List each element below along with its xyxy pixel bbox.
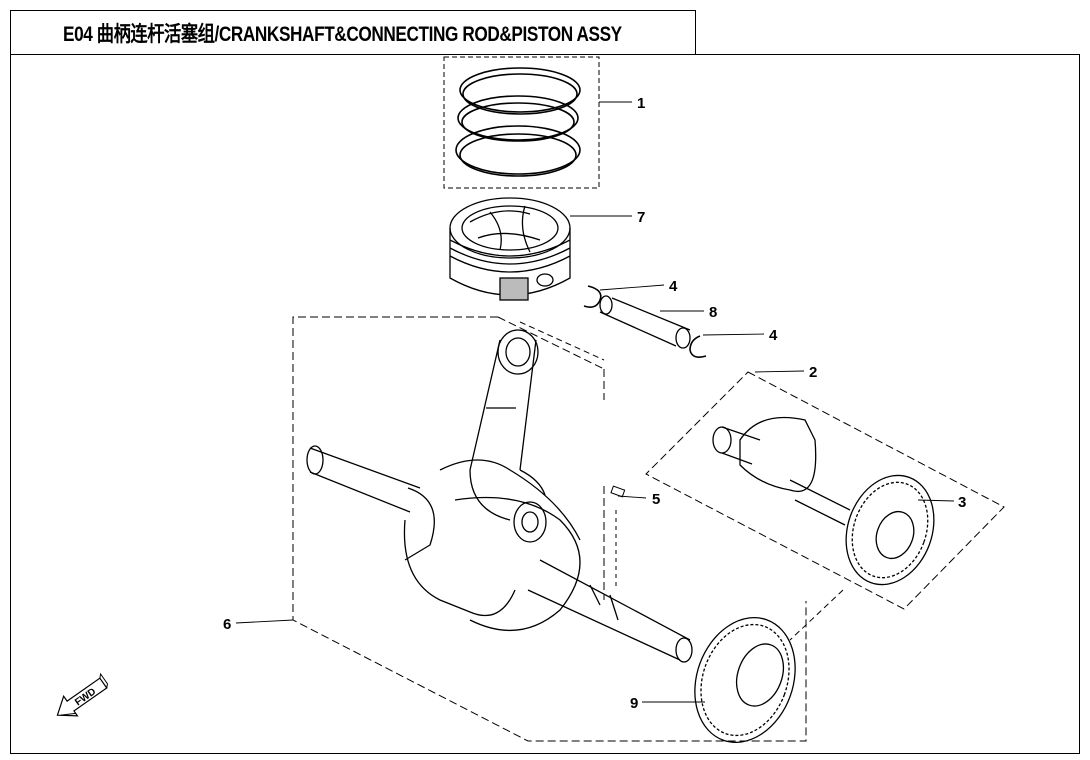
crankshaft-group-box — [292, 316, 807, 742]
piston-shape — [449, 197, 571, 301]
key-shape — [610, 485, 626, 498]
callout-9: 9 — [630, 695, 638, 712]
gear-mesh-line — [789, 589, 844, 641]
connecting-rod-shape — [469, 329, 546, 521]
clip-lower — [689, 335, 707, 358]
crank-gear-shape — [694, 617, 796, 743]
callout-4-lower: 4 — [769, 327, 778, 344]
page-title: E04 曲柄连杆活塞组/CRANKSHAFT&CONNECTING ROD&PI… — [63, 22, 622, 46]
piston-pin-shape — [599, 295, 691, 349]
clip-upper — [583, 285, 602, 308]
callout-4-upper: 4 — [669, 278, 678, 295]
drawing-frame — [10, 54, 1080, 754]
piston-ring-group-box — [443, 56, 600, 189]
callout-2: 2 — [809, 364, 817, 381]
balance-gear-shape — [845, 474, 935, 586]
fwd-arrow-icon: FWD — [56, 672, 109, 717]
callout-1: 1 — [637, 95, 645, 112]
balance-shaft-shape — [712, 416, 851, 526]
callout-5: 5 — [652, 491, 660, 508]
callout-8: 8 — [709, 304, 717, 321]
balance-shaft-group-box — [645, 371, 1005, 610]
callout-6: 6 — [223, 616, 231, 633]
leader-lines — [235, 101, 955, 703]
callout-3: 3 — [958, 494, 966, 511]
pin-axis-line — [519, 321, 605, 361]
callout-7: 7 — [637, 209, 645, 226]
piston-rings — [455, 67, 581, 177]
crankshaft-shape — [306, 445, 693, 663]
